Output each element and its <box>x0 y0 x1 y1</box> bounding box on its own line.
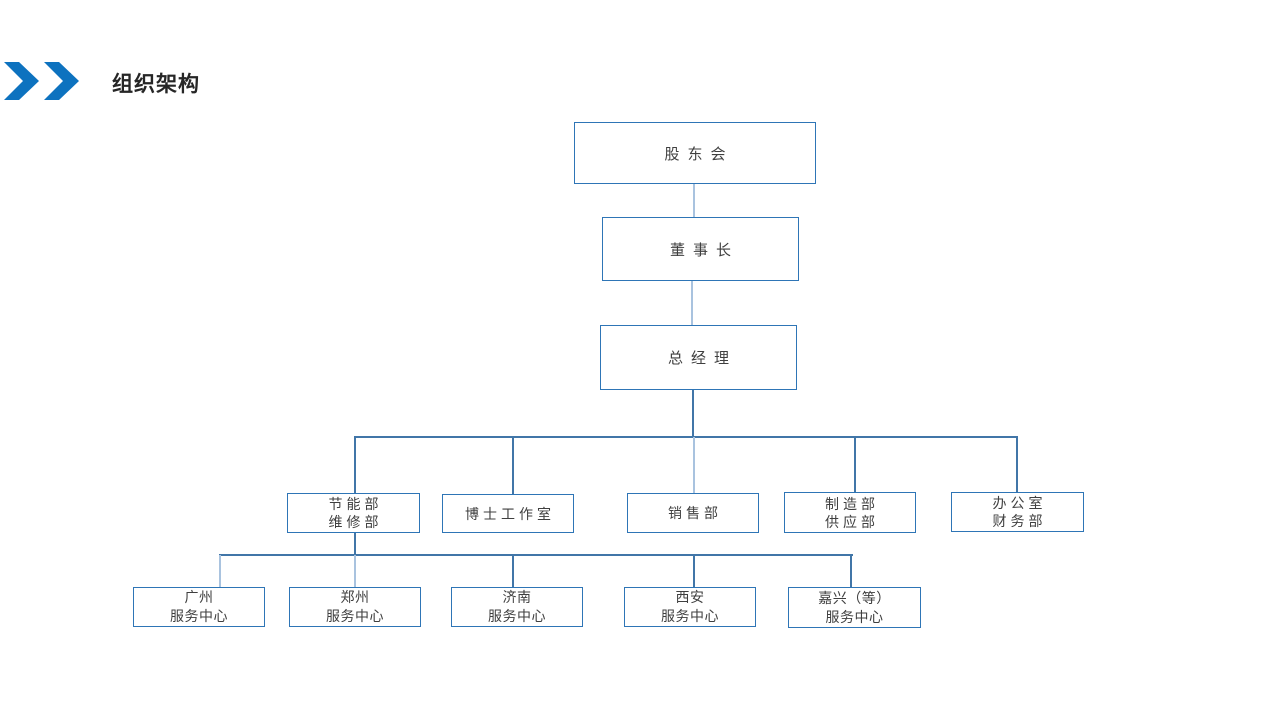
connector-drop-mfg <box>854 437 856 492</box>
connector-drop-phd <box>512 437 514 494</box>
org-node-chairman: 董事长 <box>602 217 799 281</box>
org-node-label: 服务中心 <box>661 608 719 624</box>
org-node-office-finance-dept: 办公室 财务部 <box>951 492 1084 532</box>
org-node-label: 广州 <box>184 589 214 605</box>
org-node-label: 节能部 <box>328 496 383 512</box>
connector-drop-energy <box>354 437 356 493</box>
org-node-label: 销售部 <box>668 505 722 521</box>
org-node-label: 郑州 <box>340 589 370 605</box>
org-node-jiaxing-service-center: 嘉兴（等） 服务中心 <box>788 587 921 628</box>
org-node-label: 办公室 <box>992 495 1047 511</box>
connector-drop-jinan <box>512 555 514 587</box>
org-node-label: 西安 <box>675 589 705 605</box>
connector-drop-guangzhou <box>219 555 221 587</box>
connector-chairman-gm <box>691 281 693 325</box>
org-node-label: 服务中心 <box>326 608 384 624</box>
org-node-phd-studio: 博士工作室 <box>442 494 574 533</box>
connector-level4-rail <box>354 436 1018 438</box>
org-node-label: 服务中心 <box>825 608 884 625</box>
org-node-jinan-service-center: 济南 服务中心 <box>451 587 583 627</box>
org-node-zhengzhou-service-center: 郑州 服务中心 <box>289 587 421 627</box>
org-node-label: 济南 <box>502 589 532 605</box>
org-node-label: 财务部 <box>992 513 1047 529</box>
org-node-label: 博士工作室 <box>465 505 555 522</box>
connector-gm-down <box>692 390 694 437</box>
org-node-label: 服务中心 <box>488 608 546 624</box>
org-node-label: 服务中心 <box>170 608 228 624</box>
org-node-manufacturing-supply-dept: 制造部 供应部 <box>784 492 916 533</box>
org-node-label: 股东会 <box>664 145 734 163</box>
org-node-label: 供应部 <box>825 513 879 530</box>
connector-energy-down <box>354 533 356 555</box>
org-node-label: 总经理 <box>667 350 737 367</box>
connector-level5-rail <box>219 554 853 556</box>
connector-drop-xian <box>693 555 695 587</box>
org-node-guangzhou-service-center: 广州 服务中心 <box>133 587 265 627</box>
connector-drop-jiaxing <box>850 555 852 587</box>
connector-drop-sales <box>693 437 695 493</box>
org-node-label: 嘉兴（等） <box>818 589 891 606</box>
connector-drop-zhengzhou <box>354 555 356 587</box>
double-chevron-right-icon <box>4 62 79 100</box>
connector-shareholders-chairman <box>693 184 695 217</box>
org-node-sales-dept: 销售部 <box>627 493 759 533</box>
org-node-shareholders: 股东会 <box>574 122 816 184</box>
org-node-label: 董事长 <box>669 241 739 259</box>
org-node-xian-service-center: 西安 服务中心 <box>624 587 756 627</box>
connector-drop-office <box>1016 437 1018 492</box>
org-node-general-manager: 总经理 <box>600 325 797 390</box>
org-node-label: 维修部 <box>328 514 383 530</box>
org-node-label: 制造部 <box>825 495 879 512</box>
page-title: 组织架构 <box>112 73 200 96</box>
org-node-energy-maintenance-dept: 节能部 维修部 <box>287 493 420 533</box>
